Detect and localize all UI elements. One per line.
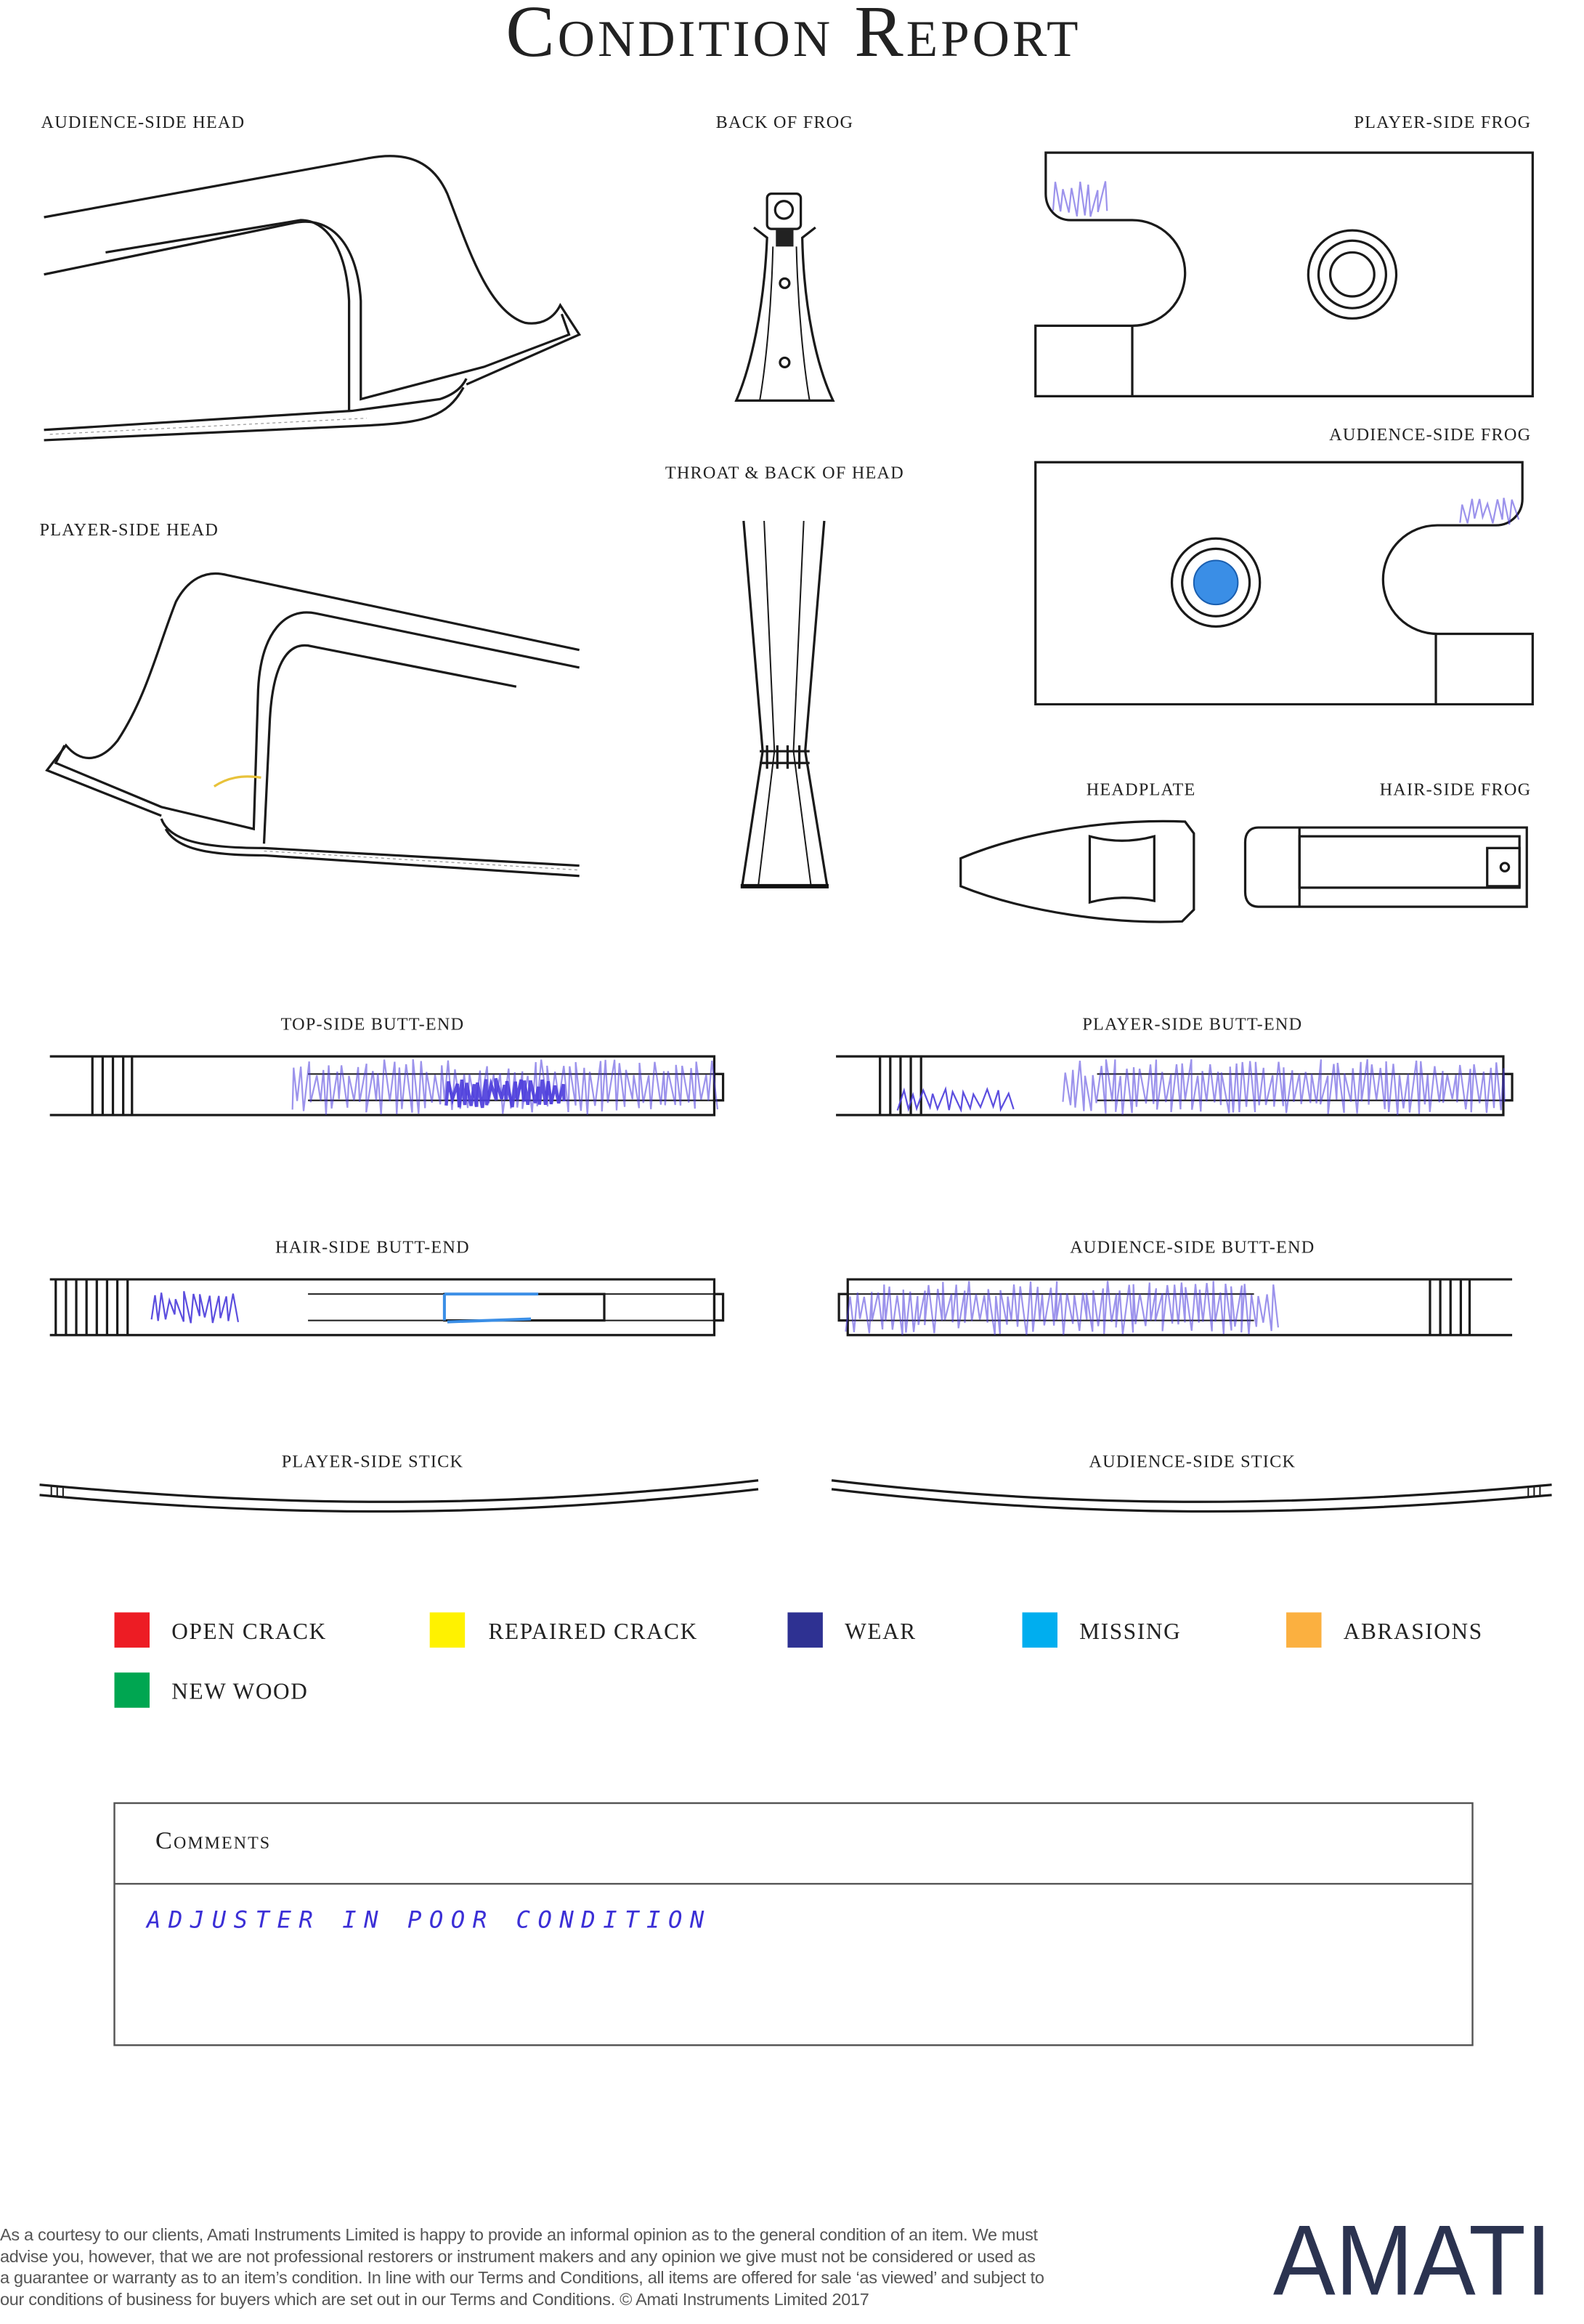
- page-title: Condition Report: [505, 0, 1081, 72]
- label-audience-side-stick: AUDIENCE-SIDE STICK: [1089, 1452, 1296, 1472]
- comments-heading: Comments: [155, 1827, 271, 1855]
- throat-back-of-head-diagram: [740, 520, 829, 888]
- wear-mark: [444, 1077, 566, 1109]
- legend-label: MISSING: [1079, 1619, 1181, 1644]
- wear-scribble: [444, 1077, 566, 1109]
- headplate-diagram: [959, 819, 1195, 923]
- label-audience-side-head: AUDIENCE-SIDE HEAD: [41, 113, 245, 132]
- wear-scribble: [1062, 1058, 1506, 1115]
- wear-mark: [1062, 1058, 1506, 1115]
- amati-logo: AMATI: [1273, 2206, 1552, 2317]
- label-hair-side-frog: HAIR-SIDE FROG: [1380, 780, 1532, 800]
- player-side-frog-diagram: [1034, 151, 1534, 397]
- wear-mark: [291, 1059, 719, 1115]
- label-player-side-stick: PLAYER-SIDE STICK: [282, 1452, 463, 1472]
- player-side-stick-diagram: [39, 1479, 759, 1513]
- audience-side-butt-end-diagram: [837, 1278, 1513, 1337]
- legend-swatch: [787, 1612, 823, 1648]
- legend-swatch: [1286, 1612, 1322, 1648]
- missing-mark: [442, 1292, 539, 1324]
- disclaimer-line: a guarantee or warranty as to an item’s …: [0, 2268, 1044, 2287]
- label-throat-back-of-head: THROAT & BACK OF HEAD: [665, 463, 904, 482]
- player-side-butt-end-diagram: [836, 1055, 1514, 1117]
- label-player-side-head: PLAYER-SIDE HEAD: [40, 520, 219, 540]
- missing-mark: [1193, 559, 1239, 606]
- top-side-butt-end-diagram: [49, 1055, 725, 1117]
- legend-swatch: [114, 1612, 150, 1648]
- player-side-head-diagram: [45, 572, 580, 878]
- legend-label: NEW WOOD: [171, 1679, 308, 1704]
- label-back-of-frog: BACK OF FROG: [716, 113, 854, 132]
- comments-box: Comments ADJUSTER IN POOR CONDITION: [113, 1802, 1474, 2046]
- wear-scribble: [150, 1291, 240, 1324]
- legend-swatch: [429, 1612, 466, 1648]
- wear-scribble: [1459, 498, 1520, 525]
- repaired-crack-mark: [213, 775, 261, 788]
- disclaimer-line: As a courtesy to our clients, Amati Inst…: [0, 2225, 1038, 2244]
- hair-side-frog-diagram: [1243, 826, 1528, 908]
- wear-mark: [896, 1086, 1015, 1113]
- label-hair-side-butt-end: HAIR-SIDE BUTT-END: [275, 1238, 470, 1258]
- hair-side-butt-end-diagram: [49, 1278, 725, 1337]
- audience-side-stick-diagram: [831, 1479, 1552, 1513]
- audience-side-head-diagram: [44, 155, 582, 442]
- legend-label: WEAR: [845, 1619, 917, 1644]
- wear-mark: [845, 1281, 1280, 1335]
- legend-item-wear: WEAR: [787, 1612, 917, 1648]
- legend-label: OPEN CRACK: [171, 1619, 327, 1644]
- legend-item-abrasions: ABRASIONS: [1286, 1612, 1483, 1648]
- label-headplate: HEADPLATE: [1087, 780, 1196, 800]
- wear-scribble: [291, 1059, 719, 1115]
- legend-swatch: [114, 1672, 150, 1708]
- wear-scribble: [1052, 181, 1108, 217]
- legend-item-repaired-crack: REPAIRED CRACK: [429, 1612, 697, 1648]
- back-of-frog-diagram: [734, 193, 835, 402]
- wear-mark: [1459, 498, 1520, 525]
- legend-swatch: [1022, 1612, 1058, 1648]
- disclaimer-line: our conditions of business for buyers wh…: [0, 2289, 869, 2309]
- audience-side-frog-diagram: [1034, 461, 1534, 706]
- legend-item-missing: MISSING: [1022, 1612, 1181, 1648]
- legend-label: REPAIRED CRACK: [488, 1619, 697, 1644]
- wear-mark: [1052, 181, 1108, 217]
- label-top-side-butt-end: TOP-SIDE BUTT-END: [281, 1015, 465, 1035]
- legend: OPEN CRACK REPAIRED CRACK WEAR MISSING A…: [114, 1612, 1483, 1708]
- comments-text[interactable]: ADJUSTER IN POOR CONDITION: [145, 1906, 704, 1934]
- disclaimer-line: advise you, however, that we are not pro…: [0, 2246, 1036, 2266]
- wear-scribble: [845, 1281, 1280, 1335]
- legend-label: ABRASIONS: [1344, 1619, 1483, 1644]
- label-player-side-butt-end: PLAYER-SIDE BUTT-END: [1082, 1015, 1302, 1035]
- wear-scribble: [896, 1086, 1015, 1113]
- disclaimer-footer: As a courtesy to our clients, Amati Inst…: [0, 2224, 1162, 2310]
- legend-item-new-wood: NEW WOOD: [114, 1672, 308, 1708]
- label-player-side-frog: PLAYER-SIDE FROG: [1354, 113, 1531, 132]
- label-audience-side-butt-end: AUDIENCE-SIDE BUTT-END: [1070, 1238, 1315, 1258]
- legend-item-open-crack: OPEN CRACK: [114, 1612, 327, 1648]
- wear-mark: [150, 1291, 240, 1324]
- label-audience-side-frog: AUDIENCE-SIDE FROG: [1329, 425, 1531, 445]
